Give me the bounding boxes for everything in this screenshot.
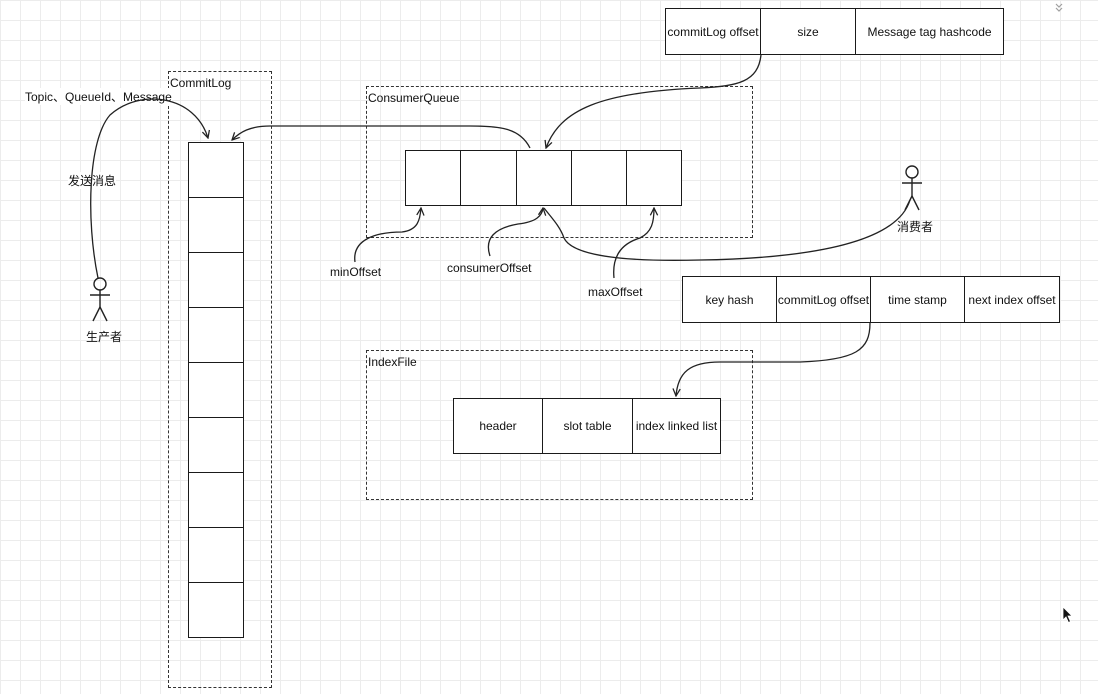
chevron-glyph <box>1055 3 1063 12</box>
max-offset-label: maxOffset <box>588 285 643 299</box>
consumer-figure <box>902 165 922 211</box>
consumer-offset-label: consumerOffset <box>447 261 532 275</box>
mouse-pointer-icon <box>1062 606 1074 629</box>
indexfile-frame <box>366 350 753 500</box>
commitlog-cell <box>188 142 244 198</box>
indexfile-index-linked-list: index linked list <box>632 398 721 454</box>
commitlog-cell <box>188 527 244 583</box>
cq-field-tag-hashcode: Message tag hashcode <box>855 8 1004 55</box>
index-field-key-hash: key hash <box>682 276 777 323</box>
consumerqueue-cell <box>516 150 572 206</box>
cq-field-commitlog-offset: commitLog offset <box>665 8 761 55</box>
commitlog-cell <box>188 362 244 418</box>
commitlog-title: CommitLog <box>170 76 232 90</box>
consumerqueue-title: ConsumerQueue <box>368 91 460 105</box>
double-chevron-down-icon[interactable] <box>1050 0 1068 16</box>
commitlog-cell <box>188 252 244 308</box>
consumer-label: 消费者 <box>897 220 934 234</box>
consumerqueue-cell <box>405 150 461 206</box>
indexfile-header: header <box>453 398 543 454</box>
message-input-label: Topic、QueueId、Message <box>25 88 172 105</box>
producer-label: 生产者 <box>86 330 123 344</box>
indexfile-slot-table: slot table <box>542 398 633 454</box>
commitlog-frame <box>168 71 272 688</box>
commitlog-cell <box>188 197 244 253</box>
consumerqueue-cell <box>571 150 627 206</box>
commitlog-cell <box>188 472 244 528</box>
commitlog-cell <box>188 417 244 473</box>
consumerqueue-cell <box>460 150 517 206</box>
index-field-next-index-offset: next index offset <box>964 276 1060 323</box>
cq-field-size: size <box>760 8 856 55</box>
consumerqueue-cell <box>626 150 682 206</box>
min-offset-label: minOffset <box>330 265 382 279</box>
index-field-time-stamp: time stamp <box>870 276 965 323</box>
commitlog-cell <box>188 582 244 638</box>
producer-figure <box>90 277 110 322</box>
index-field-commitlog-offset: commitLog offset <box>776 276 871 323</box>
indexfile-title: IndexFile <box>368 355 417 369</box>
send-message-label: 发送消息 <box>68 172 117 189</box>
commitlog-cell <box>188 307 244 363</box>
